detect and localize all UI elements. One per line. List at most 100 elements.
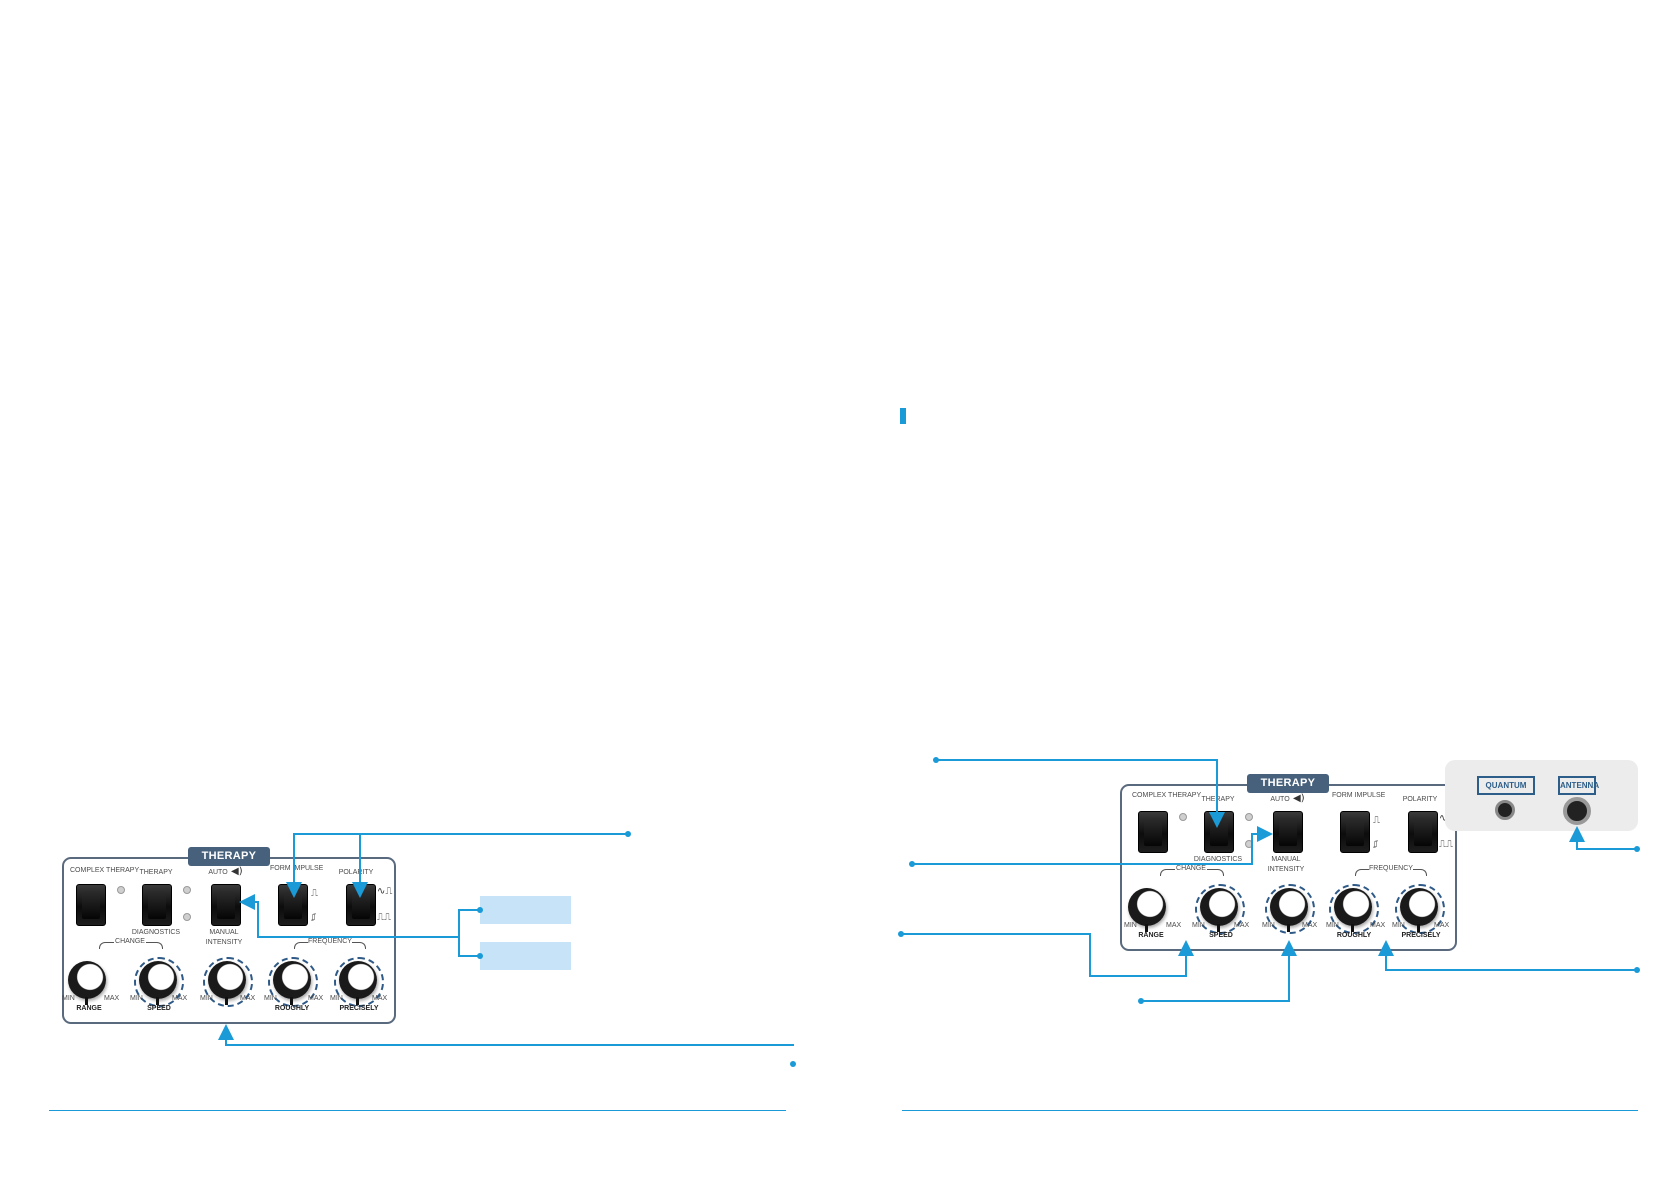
roughly-min-label: MIN — [264, 995, 277, 1002]
footer-rule-right — [902, 1110, 1638, 1111]
precisely-knob[interactable] — [1400, 888, 1438, 932]
complex-therapy-led-icon — [1179, 813, 1187, 821]
callout-line-auto-right — [912, 826, 1273, 865]
roughly-label: ROUGHLY — [274, 1005, 310, 1012]
callout-dot — [477, 907, 483, 913]
intensity-label: INTENSITY — [1267, 866, 1305, 873]
speed-max-label: MAX — [172, 995, 188, 1002]
callout-dot — [933, 757, 939, 763]
callout-dot — [477, 953, 483, 959]
roughly-max-label: MAX — [308, 995, 324, 1002]
intensity-max-label: MAX — [240, 995, 256, 1002]
precisely-ring — [1395, 884, 1445, 934]
speed-min-label: MIN — [1192, 922, 1205, 929]
section-marker — [900, 408, 906, 424]
range-max-label: MAX — [1166, 922, 1182, 929]
diagnostics-led-icon — [183, 913, 191, 921]
precisely-max-label: MAX — [1434, 922, 1450, 929]
precisely-label: PRECISELY — [339, 1005, 379, 1012]
range-label: RANGE — [1138, 932, 1164, 939]
manual-label: MANUAL — [209, 929, 239, 936]
roughly-ring — [268, 957, 318, 1007]
sound-icon: ◀) — [1293, 793, 1305, 804]
speed-label: SPEED — [147, 1005, 171, 1012]
complex-therapy-label: COMPLEX THERAPY — [70, 867, 140, 874]
callout-line-change — [901, 933, 1194, 977]
callout-dot — [909, 861, 915, 867]
roughly-knob[interactable] — [273, 961, 311, 1005]
antenna-label: ANTENNA — [1558, 776, 1599, 795]
intensity-min-label: MIN — [200, 995, 213, 1002]
speed-ring — [1195, 884, 1245, 934]
precisely-knob[interactable] — [339, 961, 377, 1005]
callout-dot — [1138, 998, 1144, 1004]
speed-knob[interactable] — [1200, 888, 1238, 932]
form-impulse-label: FORM IMPULSE — [270, 865, 324, 872]
pulse-wave-icon: ⎍ — [311, 888, 318, 899]
speed-label: SPEED — [1209, 932, 1233, 939]
manual-label: MANUAL — [1271, 856, 1301, 863]
antenna-jack[interactable] — [1563, 797, 1591, 825]
pulse-wave-icon: ⎍ — [1373, 815, 1380, 826]
intensity-label: INTENSITY — [205, 939, 243, 946]
therapy-diagnostics-switch[interactable] — [1204, 811, 1234, 853]
form-impulse-switch[interactable] — [1340, 811, 1370, 853]
speed-knob[interactable] — [139, 961, 177, 1005]
roughly-min-label: MIN — [1326, 922, 1339, 929]
polarity-switch[interactable] — [1408, 811, 1438, 853]
therapy-diagnostics-switch[interactable] — [142, 884, 172, 926]
range-min-label: MIN — [62, 995, 75, 1002]
intensity-min-label: MIN — [1262, 922, 1275, 929]
precisely-min-label: MIN — [330, 995, 343, 1002]
range-label: RANGE — [76, 1005, 102, 1012]
precisely-label: PRECISELY — [1401, 932, 1441, 939]
pulse-wave-icon-alt: ⎎ — [1373, 839, 1379, 850]
polarity-label: POLARITY — [338, 869, 374, 876]
roughly-knob[interactable] — [1334, 888, 1372, 932]
complex-therapy-switch[interactable] — [1138, 811, 1168, 853]
callout-line-form-polarity — [286, 833, 628, 898]
intensity-knob[interactable] — [208, 961, 246, 1005]
callout-line-box-1 — [458, 909, 480, 957]
panel-title-right: THERAPY — [1247, 774, 1329, 793]
callout-dot — [1634, 846, 1640, 852]
callout-line-auto — [239, 894, 459, 938]
auto-manual-switch[interactable] — [1273, 811, 1303, 853]
frequency-label: FREQUENCY — [1369, 865, 1413, 873]
complex-therapy-led-icon — [117, 886, 125, 894]
callout-dot — [790, 1061, 796, 1067]
change-label: CHANGE — [1175, 865, 1207, 873]
complex-therapy-label: COMPLEX THERAPY — [1132, 792, 1202, 799]
therapy-panel-left: THERAPY COMPLEX THERAPY THERAPY DIAGNOST… — [62, 847, 396, 1024]
polarity-label: POLARITY — [1402, 796, 1438, 803]
panel-title: THERAPY — [188, 847, 270, 866]
callout-line-frequency — [1378, 940, 1637, 971]
diagnostics-label: DIAGNOSTICS — [1193, 856, 1243, 863]
callout-line-intensity-right — [1141, 940, 1297, 1002]
speed-ring — [134, 957, 184, 1007]
polarity-switch[interactable] — [346, 884, 376, 926]
complex-therapy-switch[interactable] — [76, 884, 106, 926]
polarity-wave-icon-alt: ⎍⎍ — [1439, 839, 1453, 850]
range-knob[interactable] — [1128, 888, 1166, 932]
roughly-ring — [1329, 884, 1379, 934]
diagnostics-label: DIAGNOSTICS — [131, 929, 181, 936]
intensity-knob[interactable] — [1270, 888, 1308, 932]
speed-min-label: MIN — [130, 995, 143, 1002]
callout-line-antenna — [1569, 826, 1637, 850]
pulse-wave-icon-alt: ⎎ — [311, 912, 317, 923]
precisely-min-label: MIN — [1392, 922, 1405, 929]
auto-manual-switch[interactable] — [211, 884, 241, 926]
callout-dot — [898, 931, 904, 937]
therapy-panel-right: THERAPY COMPLEX THERAPY THERAPY DIAGNOST… — [1120, 774, 1457, 951]
polarity-wave-icon: ∿⎍ — [377, 886, 393, 897]
range-knob[interactable] — [68, 961, 106, 1005]
precisely-ring — [334, 957, 384, 1007]
connector-plate: QUANTUM ANTENNA — [1445, 760, 1638, 831]
roughly-label: ROUGHLY — [1336, 932, 1372, 939]
therapy-label: THERAPY — [139, 869, 173, 876]
callout-box-1 — [480, 896, 571, 924]
quantum-jack[interactable] — [1495, 800, 1515, 820]
form-impulse-switch[interactable] — [278, 884, 308, 926]
